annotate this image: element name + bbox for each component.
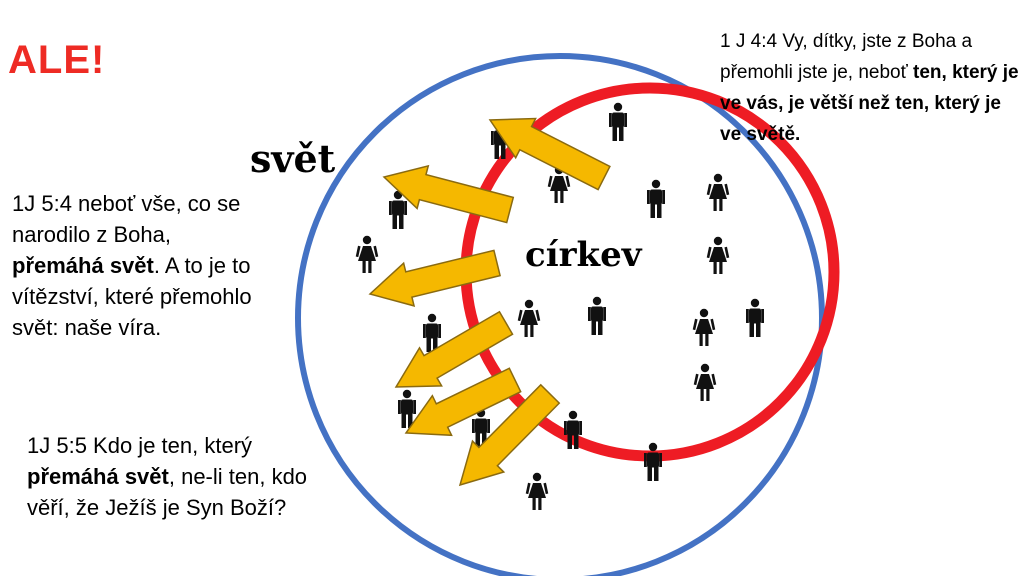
church-label: církev (525, 235, 643, 275)
person-icon (647, 179, 665, 218)
person-icon (423, 313, 441, 352)
outward-arrow-icon (488, 117, 611, 191)
outward-arrow-icon (404, 367, 522, 437)
verse-text: 1J 5:4 neboť vše, co se narodilo z Boha, (12, 191, 241, 247)
verse-1j-5-4: 1J 5:4 neboť vše, co se narodilo z Boha,… (12, 188, 262, 343)
person-icon (588, 296, 606, 335)
verse-text: 1 J 4:4 Vy, dítky, jste z Boha a přemohl… (720, 31, 973, 83)
person-icon (746, 298, 764, 337)
world-label: svět (250, 136, 336, 181)
verse-1j-4-4: 1 J 4:4 Vy, dítky, jste z Boha a přemohl… (720, 26, 1020, 150)
verse-text: , ne-li ten, kdo věří, že Ježíš je Syn B… (27, 464, 308, 520)
world-circle (295, 53, 825, 576)
page-title: ALE! (8, 38, 106, 82)
person-icon (706, 173, 730, 211)
verse-text: . A to je to vítězství, které přemohlo s… (12, 253, 252, 340)
person-icon (398, 389, 416, 428)
verse-1j-5-5: 1J 5:5 Kdo je ten, který přemáhá svět, n… (27, 430, 317, 523)
person-icon (644, 442, 662, 481)
person-icon (517, 299, 541, 337)
verse-text: 1J 5:5 Kdo je ten, který (27, 433, 253, 458)
verse-emphasis: přemáhá svět (12, 253, 154, 278)
people-group (355, 102, 764, 510)
person-icon (564, 410, 582, 449)
verse-emphasis: ten, který je ve vás, je větší než ten, … (720, 62, 1019, 145)
person-icon (525, 472, 549, 510)
verse-emphasis: přemáhá svět (27, 464, 169, 489)
arrows-group (368, 117, 611, 487)
outward-arrow-icon (382, 164, 515, 224)
outward-arrow-icon (394, 310, 514, 388)
person-icon (706, 236, 730, 274)
outward-arrow-icon (368, 249, 501, 307)
outward-arrow-icon (458, 383, 561, 487)
person-icon (692, 308, 716, 346)
person-icon (693, 363, 717, 401)
person-icon (609, 102, 627, 141)
person-icon (355, 235, 379, 273)
